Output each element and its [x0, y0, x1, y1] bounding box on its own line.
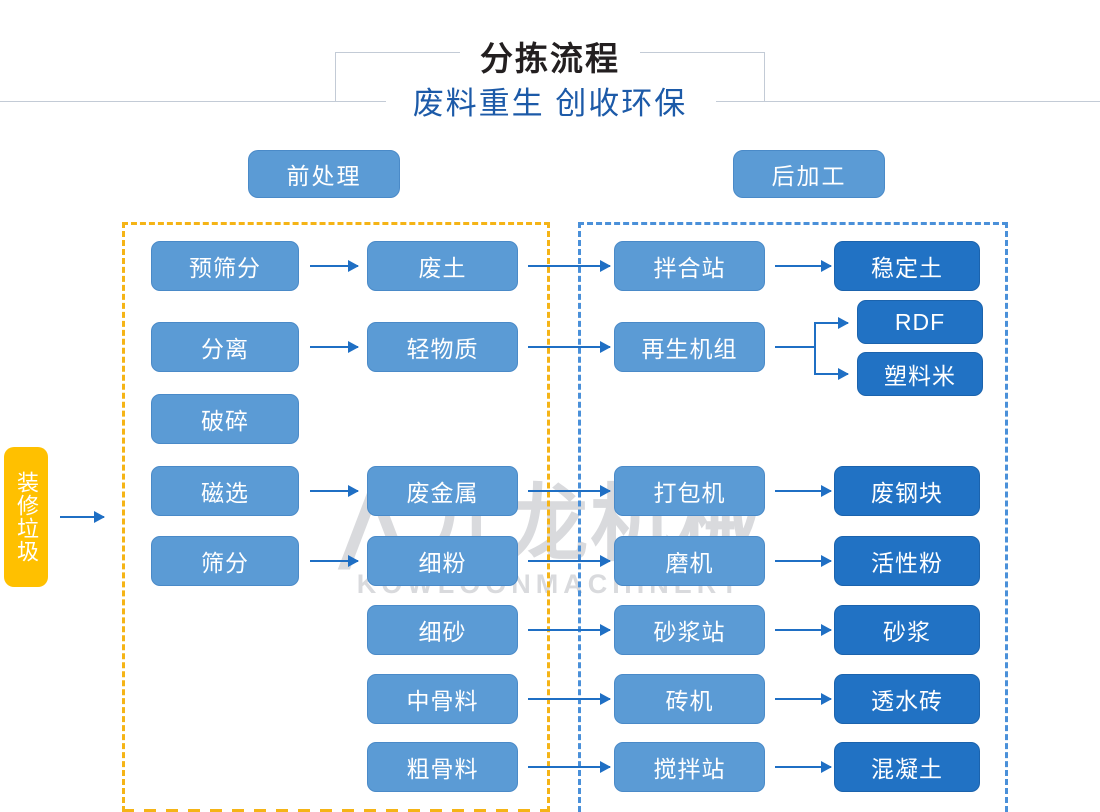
- node-material-2: 废金属: [367, 466, 518, 516]
- zone-preprocess: [122, 222, 550, 812]
- node-product-7: 混凝土: [834, 742, 980, 792]
- arrow-mat6-to-eq6: [528, 761, 611, 773]
- zone-postprocess: [578, 222, 1008, 812]
- arrow-eq3-to-prod4: [775, 555, 832, 567]
- page-title: 分拣流程: [480, 40, 620, 77]
- node-material-4: 细砂: [367, 605, 518, 655]
- arrow-eq1-to-prod2: [814, 368, 849, 380]
- branch-spine: [814, 322, 816, 374]
- arrow-mat5-to-eq5: [528, 693, 611, 705]
- node-pre-4: 筛分: [151, 536, 299, 586]
- node-product-3: 废钢块: [834, 466, 980, 516]
- arrow-pre0-to-mat0: [310, 260, 359, 272]
- arrow-pre4-to-mat3: [310, 555, 359, 567]
- header-title-backdrop: [460, 38, 640, 80]
- node-material-0: 废土: [367, 241, 518, 291]
- arrow-eq2-to-prod3: [775, 485, 832, 497]
- node-equipment-1: 再生机组: [614, 322, 765, 372]
- node-product-6: 透水砖: [834, 674, 980, 724]
- node-equipment-4: 砂浆站: [614, 605, 765, 655]
- arrow-eq1-to-prod1: [814, 317, 849, 329]
- node-pre-0: 预筛分: [151, 241, 299, 291]
- node-material-1: 轻物质: [367, 322, 518, 372]
- arrow-eq5-to-prod6: [775, 693, 832, 705]
- node-pre-1: 分离: [151, 322, 299, 372]
- header-subtitle-backdrop: [386, 84, 716, 124]
- page-header: 分拣流程 废料重生 创收环保: [0, 0, 1100, 135]
- node-product-5: 砂浆: [834, 605, 980, 655]
- section-label-preprocess: 前处理: [248, 150, 400, 198]
- node-product-1: RDF: [857, 300, 983, 344]
- node-equipment-3: 磨机: [614, 536, 765, 586]
- node-material-5: 中骨料: [367, 674, 518, 724]
- arrow-eq6-to-prod7: [775, 761, 832, 773]
- node-product-4: 活性粉: [834, 536, 980, 586]
- page-subtitle: 废料重生 创收环保: [412, 86, 688, 121]
- arrow-mat1-to-eq1: [528, 341, 611, 353]
- arrow-pre3-to-mat2: [310, 485, 359, 497]
- node-material-3: 细粉: [367, 536, 518, 586]
- section-label-postprocess: 后加工: [733, 150, 885, 198]
- node-product-0: 稳定土: [834, 241, 980, 291]
- source-node-renovation-waste: 装修垃圾: [4, 447, 48, 587]
- arrow-mat2-to-eq2: [528, 485, 611, 497]
- node-equipment-6: 搅拌站: [614, 742, 765, 792]
- node-pre-2: 破碎: [151, 394, 299, 444]
- arrow-mat0-to-eq0: [528, 260, 611, 272]
- arrow-mat3-to-eq3: [528, 555, 611, 567]
- node-product-2: 塑料米: [857, 352, 983, 396]
- arrow-pre1-to-mat1: [310, 341, 359, 353]
- arrow-source-to-preprocess: [60, 511, 105, 523]
- arrow-mat4-to-eq4: [528, 624, 611, 636]
- arrow-eq0-to-prod0: [775, 260, 832, 272]
- node-equipment-2: 打包机: [614, 466, 765, 516]
- arrow-eq4-to-prod5: [775, 624, 832, 636]
- node-pre-3: 磁选: [151, 466, 299, 516]
- node-equipment-0: 拌合站: [614, 241, 765, 291]
- node-equipment-5: 砖机: [614, 674, 765, 724]
- branch-stem: [775, 346, 815, 348]
- node-material-6: 粗骨料: [367, 742, 518, 792]
